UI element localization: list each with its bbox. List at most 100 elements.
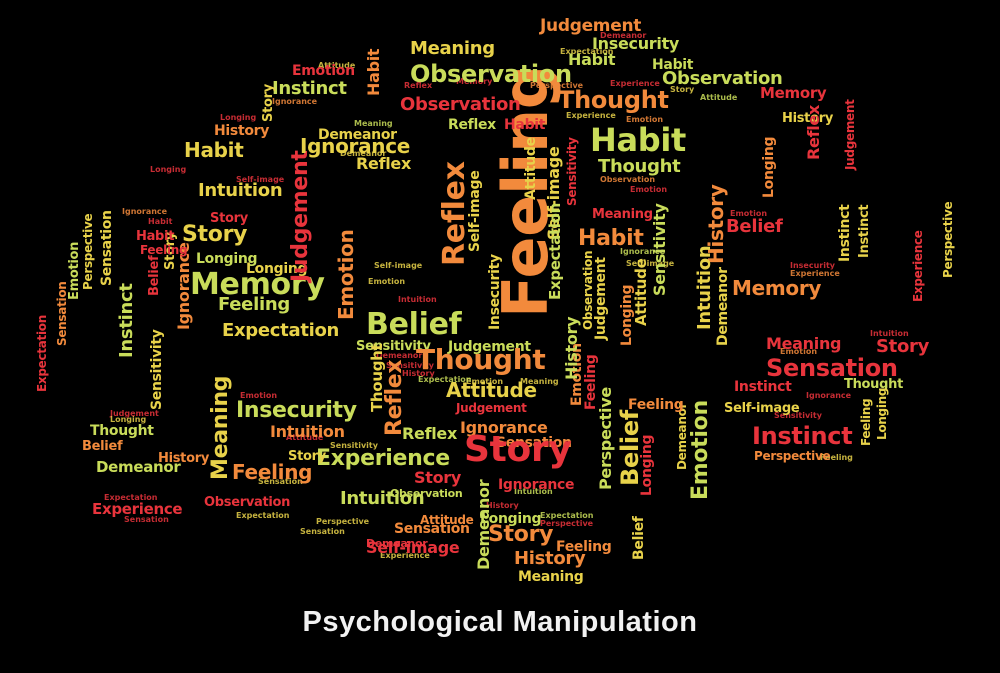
cloud-word: Feeling	[140, 243, 188, 257]
cloud-word: Belief	[82, 439, 123, 454]
cloud-word: Reflex	[804, 105, 823, 160]
cloud-word: Meaning	[518, 569, 584, 585]
cloud-word-small: Meaning	[520, 377, 559, 386]
cloud-word-small: Sensation	[300, 527, 345, 536]
cloud-word: Insecurity	[487, 254, 503, 330]
cloud-word: Story	[288, 449, 326, 464]
cloud-word: Intuition	[340, 488, 425, 509]
cloud-word-small: Emotion	[626, 115, 664, 124]
cloud-word: Emotion	[292, 63, 355, 79]
cloud-word: Demeanor	[96, 458, 181, 476]
cloud-word: Attitude	[446, 378, 537, 402]
cloud-word: Thought	[844, 377, 903, 392]
cloud-word: Reflex	[402, 424, 457, 443]
cloud-word-small: Perspective	[530, 81, 584, 90]
cloud-word: Expectation	[35, 315, 49, 392]
cloud-word: Sensitivity	[149, 329, 165, 410]
cloud-word: Judgement	[843, 99, 857, 170]
cloud-word: Self-image	[366, 538, 460, 557]
cloud-word: Insecurity	[592, 34, 680, 53]
cloud-word: Habit	[364, 48, 383, 96]
cloud-word-small: Self-image	[236, 175, 285, 184]
cloud-word-small: Experience	[566, 111, 616, 120]
cloud-word: Experience	[316, 446, 450, 471]
cloud-word-small: Reflex	[404, 81, 433, 90]
cloud-word-small: Sensitivity	[386, 361, 434, 370]
cloud-word: Longing	[246, 261, 308, 277]
cloud-word: Sensation	[496, 435, 572, 451]
cloud-word: Sensitivity	[356, 339, 431, 354]
cloud-word: Judgement	[540, 16, 642, 36]
cloud-word: Sensitivity	[650, 203, 669, 296]
cloud-word: History	[214, 123, 270, 139]
cloud-word: Observation	[410, 60, 572, 88]
cloud-word: Meaning	[766, 334, 842, 353]
cloud-word: Observation	[581, 250, 595, 330]
cloud-word: Feeling	[218, 294, 290, 315]
cloud-word: Longing	[875, 387, 889, 440]
cloud-word: Meaning	[410, 38, 495, 59]
cloud-word: Meaning	[592, 207, 653, 222]
cloud-word-small: Memory	[456, 77, 493, 86]
cloud-word: Memory	[732, 276, 822, 300]
cloud-word: Story	[464, 429, 572, 470]
cloud-word: Emotion	[688, 400, 713, 500]
cloud-word-small: Self-image	[626, 259, 675, 268]
cloud-word-small: Attitude	[700, 93, 738, 102]
cloud-word: Demeanor	[715, 267, 731, 346]
cloud-word: Story	[261, 84, 276, 122]
cloud-word-small: Ignorance	[806, 391, 852, 400]
cloud-word: Belief	[726, 216, 783, 237]
cloud-word-small: Emotion	[780, 347, 818, 356]
cloud-word-small: Demeanor	[340, 149, 387, 158]
cloud-word-small: Meaning	[354, 119, 393, 128]
cloud-word-small: Self-image	[374, 261, 423, 270]
cloud-word: Attitude	[523, 137, 539, 200]
cloud-word: Perspective	[81, 213, 95, 290]
cloud-word: Reflex	[437, 161, 472, 266]
cloud-word: Attitude	[632, 258, 650, 326]
cloud-word: Habit	[578, 226, 644, 251]
cloud-word: Habit	[504, 117, 546, 133]
cloud-word: Habit	[136, 229, 175, 244]
cloud-word: Judgement	[448, 339, 531, 355]
cloud-word: Habit	[590, 121, 687, 159]
cloud-word: Thought	[416, 343, 546, 376]
cloud-word: Sensation	[99, 210, 115, 286]
cloud-word: Story	[210, 211, 248, 226]
cloud-word-small: Expectation	[540, 511, 594, 520]
cloud-word: History	[562, 316, 581, 380]
cloud-word: Habit	[568, 50, 616, 69]
cloud-word: Ignorance	[498, 477, 575, 493]
cloud-word-small: Intuition	[870, 329, 909, 338]
cloud-word: Habit	[184, 138, 244, 162]
cloud-word: Observation	[400, 94, 521, 115]
cloud-word: Judgement	[288, 150, 313, 282]
cloud-word-small: Ignorance	[620, 247, 666, 256]
cloud-word: Emotion	[67, 241, 82, 300]
cloud-word: Intuition	[694, 245, 715, 330]
cloud-word: Belief	[147, 255, 162, 296]
cloud-word: Belief	[366, 307, 462, 342]
cloud-word: Reflex	[448, 117, 496, 133]
cloud-word: Demeanor	[318, 127, 397, 143]
cloud-word: Perspective	[596, 387, 615, 490]
cloud-word-small: Longing	[220, 113, 257, 122]
cloud-word: Belief	[631, 516, 647, 560]
cloud-word: Observation	[390, 487, 463, 500]
cloud-word-small: Longing	[110, 415, 147, 424]
cloud-word: Story	[488, 522, 554, 547]
cloud-word: Thought	[90, 423, 154, 439]
cloud-word: Perspective	[941, 201, 955, 278]
cloud-word-small: Expectation	[418, 375, 472, 384]
cloud-word: Demeanor	[366, 537, 428, 550]
cloud-word-small: Feeling	[820, 453, 853, 462]
cloud-word: Reflex	[356, 154, 411, 173]
cloud-word-small: Experience	[380, 551, 430, 560]
cloud-word: Judgement	[456, 401, 527, 415]
cloud-word: Experience	[911, 230, 925, 302]
cloud-word-small: Intuition	[514, 487, 553, 496]
cloud-word: Thought	[368, 343, 386, 412]
cloud-word: Instinct	[116, 283, 137, 358]
